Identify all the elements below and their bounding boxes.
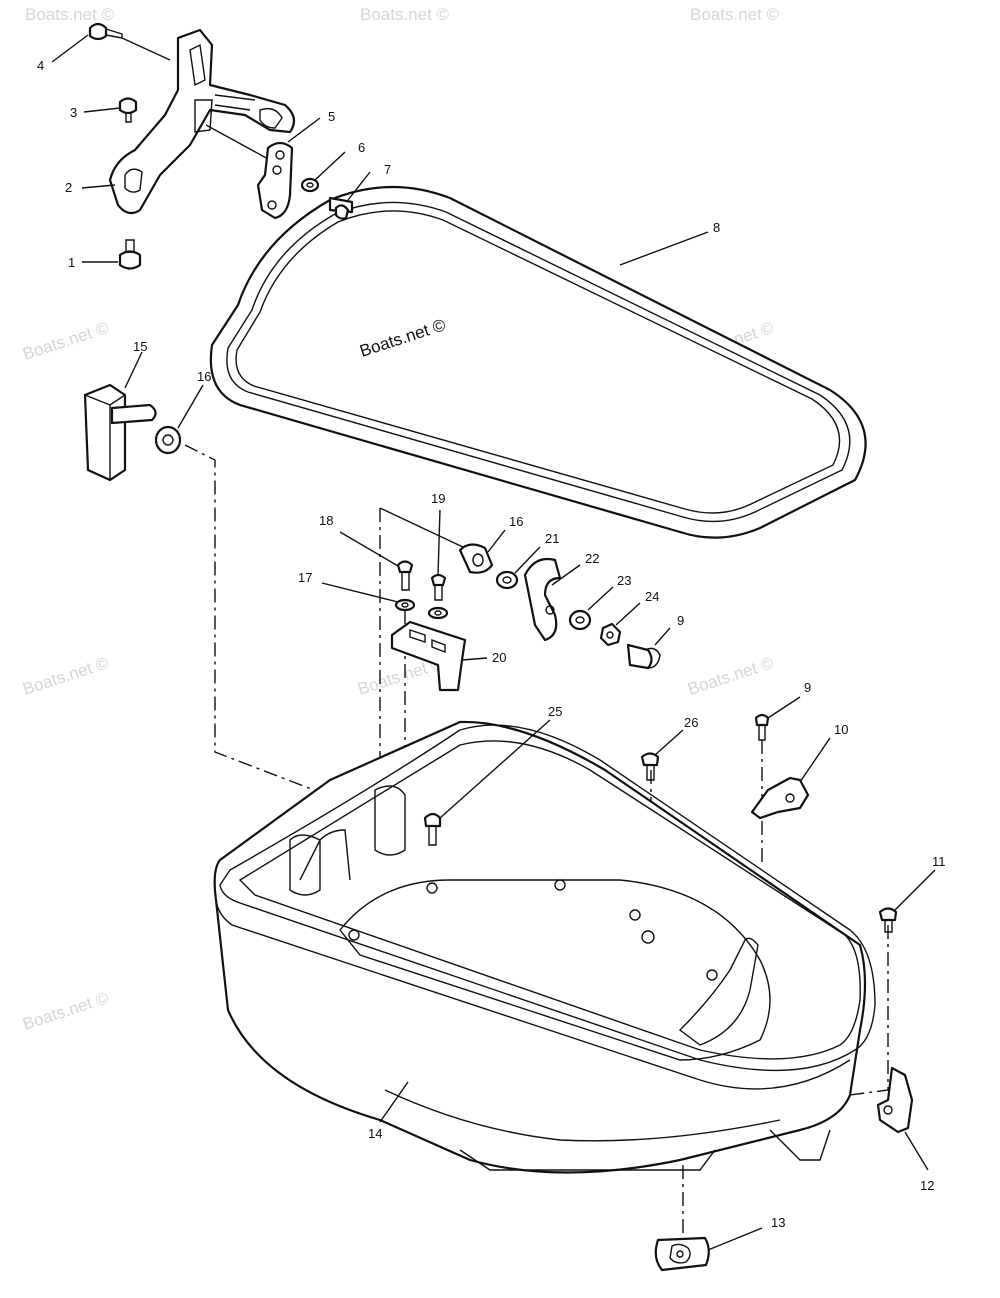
bracket-part-10: [750, 776, 810, 820]
screw-part-9: [626, 643, 661, 670]
grommet-part-16b: [458, 543, 494, 574]
callout-9b: 9: [804, 680, 811, 695]
callout-9: 9: [677, 613, 684, 628]
callout-5: 5: [328, 109, 335, 124]
screw-part-19: [430, 573, 447, 601]
bracket-part-12: [876, 1066, 914, 1134]
callout-12: 12: [920, 1178, 934, 1193]
callout-10: 10: [834, 722, 848, 737]
grommet-part-16: [154, 425, 182, 455]
callout-24: 24: [645, 589, 659, 604]
callout-18: 18: [319, 513, 333, 528]
callout-19: 19: [431, 491, 445, 506]
callout-15: 15: [133, 339, 147, 354]
screw-part-25: [423, 812, 442, 846]
screw-part-4: [88, 22, 123, 41]
gasket-part-8: [209, 185, 867, 539]
watermark: Boats.net ©: [20, 318, 111, 364]
watermark: Boats.net ©: [360, 5, 450, 24]
callout-1: 1: [68, 255, 75, 270]
latch-part-15: [83, 383, 157, 482]
callout-8: 8: [713, 220, 720, 235]
callout-16: 16: [197, 369, 211, 384]
callout-13: 13: [771, 1215, 785, 1230]
screw-part-26: [640, 752, 660, 781]
washer-part-17: [394, 598, 449, 620]
link-part-5: [256, 141, 294, 220]
grommet-part-13: [654, 1236, 710, 1272]
bracket-part-20: [390, 620, 467, 692]
screw-part-1: [118, 239, 142, 270]
callout-6: 6: [358, 140, 365, 155]
screw-part-11: [878, 907, 898, 933]
callout-25: 25: [548, 704, 562, 719]
callout-22: 22: [585, 551, 599, 566]
assembly-line-15: [184, 444, 341, 801]
watermark: Boats.net ©: [690, 5, 780, 24]
leader-lines: [51, 34, 936, 1251]
screw-part-9b: [754, 713, 770, 741]
screw-part-7: [328, 196, 354, 220]
callout-14: 14: [368, 1126, 382, 1141]
assembly-line-16b: [379, 507, 466, 549]
watermark: Boats.net ©: [25, 5, 115, 24]
hook-part-22: [523, 557, 562, 642]
watermark: Boats.net ©: [20, 653, 111, 699]
callout-17: 17: [298, 570, 312, 585]
assembly-line-4: [121, 37, 171, 61]
callout-3: 3: [70, 105, 77, 120]
callouts: 1 2 3 4 5 6 7 8 9 9 10 11 12 13 14 15 16…: [37, 58, 946, 1230]
callout-16b: 16: [509, 514, 523, 529]
callout-2: 2: [65, 180, 72, 195]
screw-part-3: [118, 97, 138, 123]
callout-21: 21: [545, 531, 559, 546]
bracket-part-2: [108, 28, 296, 215]
washer-part-6: [300, 177, 320, 193]
watermark: Boats.net ©: [20, 988, 111, 1034]
washer-part-21: [495, 570, 519, 590]
callout-23: 23: [617, 573, 631, 588]
assembly-line-5: [205, 124, 271, 161]
callout-7: 7: [384, 162, 391, 177]
callout-11: 11: [932, 854, 946, 869]
watermark: Boats.net ©: [685, 653, 776, 699]
assembly-line-11: [849, 925, 889, 1096]
screw-part-18: [396, 560, 414, 591]
nut-part-24: [599, 622, 622, 647]
lower-cowl-part-14: [213, 720, 876, 1174]
callout-26: 26: [684, 715, 698, 730]
washer-part-23: [568, 609, 592, 631]
callout-20: 20: [492, 650, 506, 665]
callout-4: 4: [37, 58, 44, 73]
